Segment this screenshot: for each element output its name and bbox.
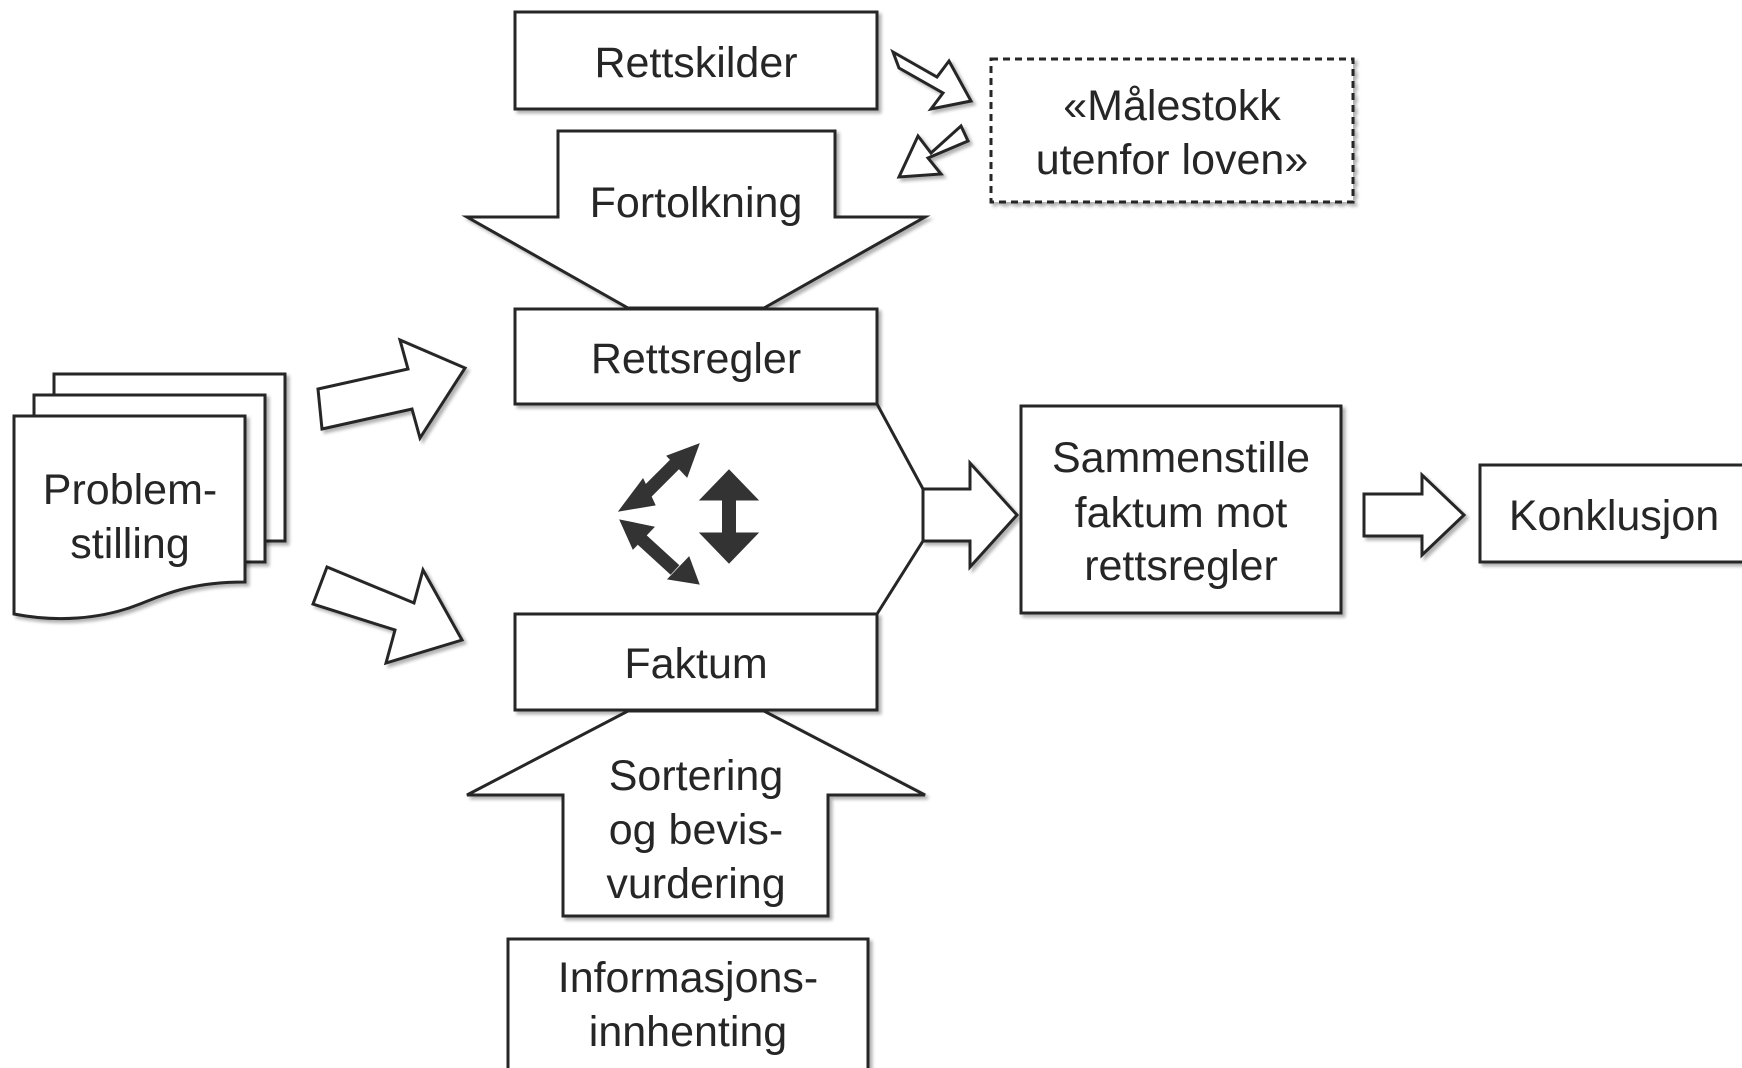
connector-rettsregler — [875, 403, 970, 491]
arrow-into-sammenstille — [921, 459, 1020, 571]
informasjon-label-line1: Informasjons- — [558, 954, 818, 1002]
fortolkning-label: Fortolkning — [590, 179, 803, 227]
fortolkning-arrow: Fortolkning — [461, 129, 931, 310]
arrow-problem-to-faktum — [311, 565, 465, 666]
arrow-to-konklusjon — [1362, 471, 1467, 559]
cycle-arrows-icon — [617, 443, 760, 585]
informasjonsinnhenting-box: Informasjons- innhenting — [506, 937, 870, 1068]
rettskilder-box: Rettskilder — [513, 10, 879, 111]
sammenstille-label-line3: rettsregler — [1084, 542, 1278, 590]
malestokk-label-line2: utenfor loven» — [1036, 136, 1309, 184]
rettsregler-label: Rettsregler — [591, 335, 801, 383]
konklusjon-label: Konklusjon — [1509, 492, 1719, 540]
malestokk-box: «Målestokk utenfor loven» — [989, 57, 1355, 204]
informasjon-label-line2: innhenting — [589, 1008, 787, 1056]
faktum-box: Faktum — [513, 612, 879, 712]
arrow-from-malestokk — [896, 123, 971, 179]
rettsregler-box: Rettsregler — [513, 307, 879, 406]
rettskilder-label: Rettskilder — [594, 39, 797, 87]
sortering-label-line2: og bevis- — [609, 806, 783, 854]
arrow-problem-to-rettsregler — [316, 337, 468, 442]
sammenstille-label-line2: faktum mot — [1075, 489, 1288, 537]
connector-faktum — [875, 539, 970, 615]
konklusjon-box: Konklusjon — [1478, 463, 1742, 564]
arrow-to-malestokk — [890, 48, 974, 112]
sammenstille-label-line1: Sammenstille — [1052, 434, 1310, 482]
sortering-label-line3: vurdering — [606, 860, 785, 908]
problemstilling-documents: Problem- stilling — [12, 372, 287, 621]
problemstilling-label-line1: Problem- — [43, 466, 217, 514]
problemstilling-label-line2: stilling — [70, 520, 190, 568]
sortering-arrow: Sortering og bevis- vurdering — [466, 709, 926, 918]
faktum-label: Faktum — [624, 640, 767, 688]
sammenstille-box: Sammenstille faktum mot rettsregler — [1019, 404, 1343, 615]
sortering-label-line1: Sortering — [609, 752, 783, 800]
malestokk-label-line1: «Målestokk — [1063, 82, 1281, 130]
